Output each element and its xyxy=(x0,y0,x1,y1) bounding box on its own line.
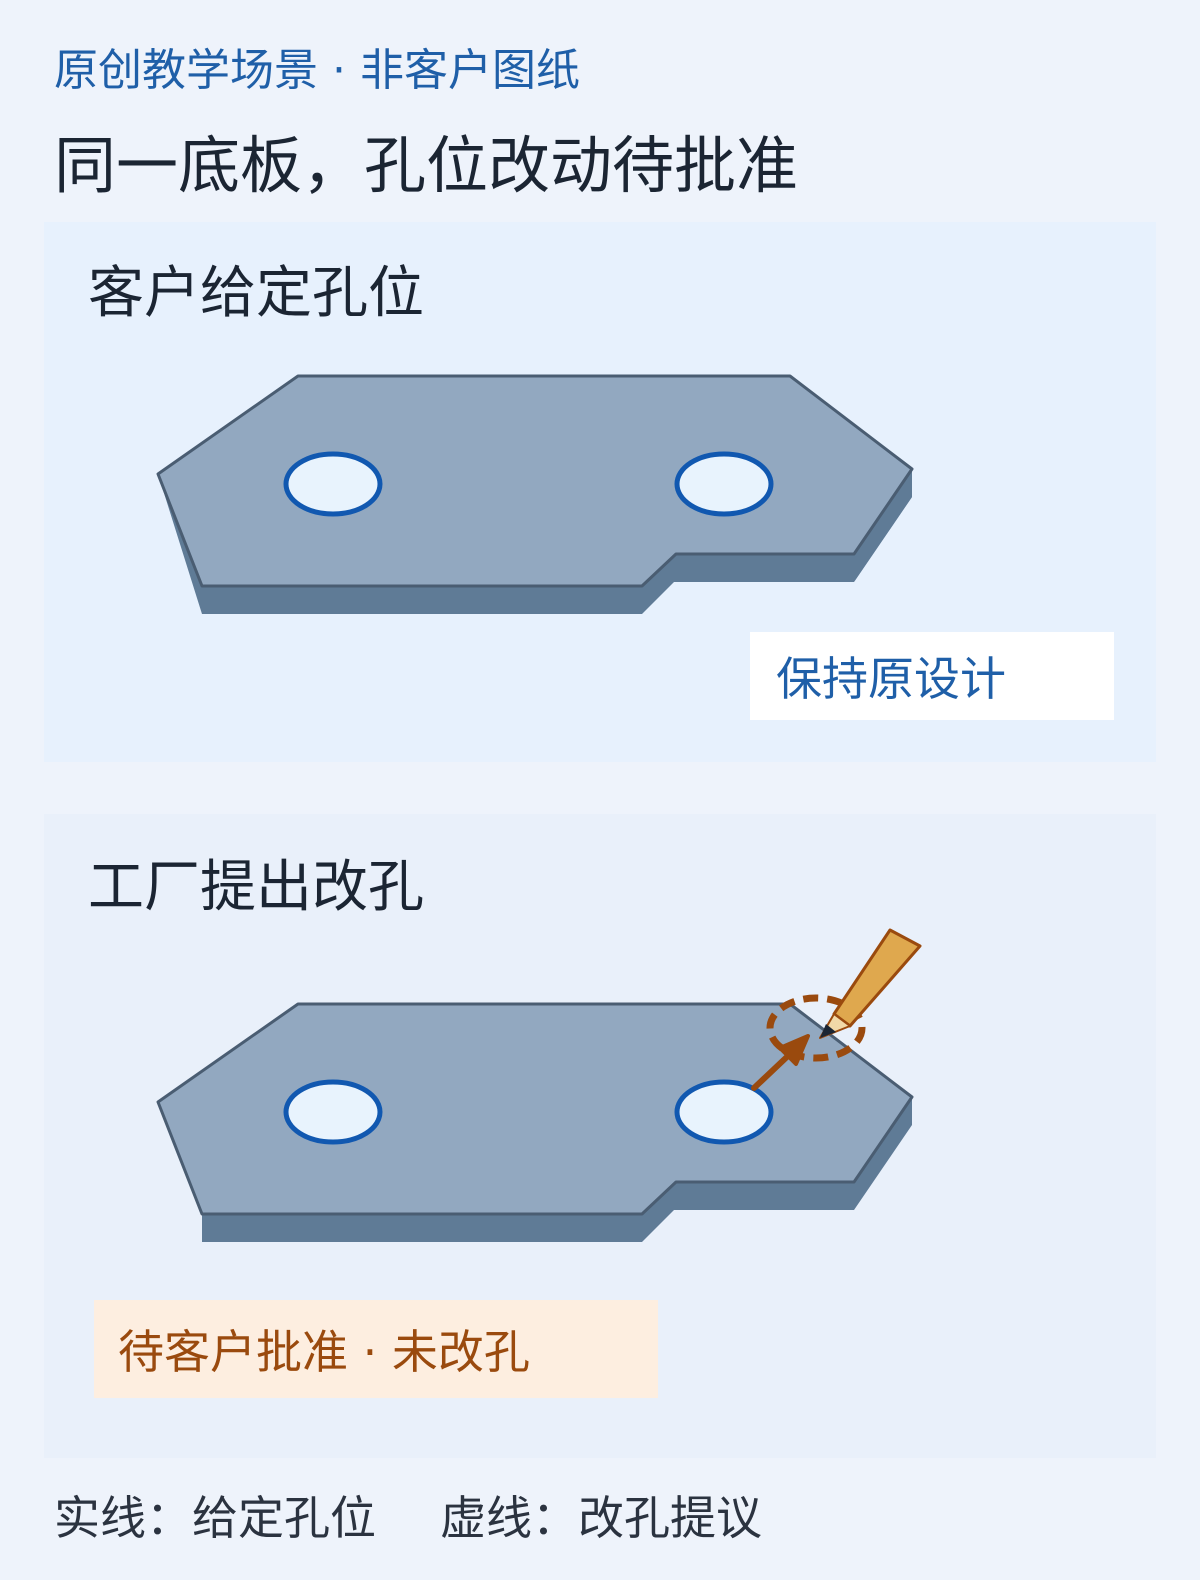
hole-right xyxy=(674,451,774,517)
status-badge-pending: 待客户批准 · 未改孔 xyxy=(94,1300,658,1398)
legend-solid-line: 实线：给定孔位 xyxy=(54,1491,376,1545)
panel-title-customer: 客户给定孔位 xyxy=(88,261,424,326)
plate-drawing-customer xyxy=(156,374,914,614)
plate-drawing-proposal xyxy=(156,928,922,1242)
tagline: 原创教学场景 · 非客户图纸 xyxy=(54,45,580,96)
hole-right xyxy=(674,1079,774,1145)
panel-title-factory: 工厂提出改孔 xyxy=(88,855,424,920)
panel-customer-holes: 客户给定孔位 保持原设计 xyxy=(44,222,1156,762)
legend: 实线：给定孔位 虚线：改孔提议 xyxy=(54,1482,762,1548)
hole-left xyxy=(283,451,383,517)
panel-factory-proposal: 工厂提出改孔 待客户批准 · 未改孔 xyxy=(44,814,1156,1458)
plate-thickness xyxy=(202,469,912,614)
plate-top-face xyxy=(156,1002,914,1216)
move-arrow-shaft xyxy=(751,1051,793,1091)
plate-top-face xyxy=(156,374,914,588)
pencil-icon xyxy=(819,928,922,1039)
hole-left xyxy=(283,1079,383,1145)
move-arrow-head xyxy=(778,1034,810,1066)
proposed-hole-dashed xyxy=(766,994,866,1062)
status-badge-keep: 保持原设计 xyxy=(750,632,1114,720)
page-title: 同一底板，孔位改动待批准 xyxy=(54,129,799,202)
plate-thickness xyxy=(202,1097,912,1242)
legend-dashed-line: 虚线：改孔提议 xyxy=(440,1491,762,1545)
